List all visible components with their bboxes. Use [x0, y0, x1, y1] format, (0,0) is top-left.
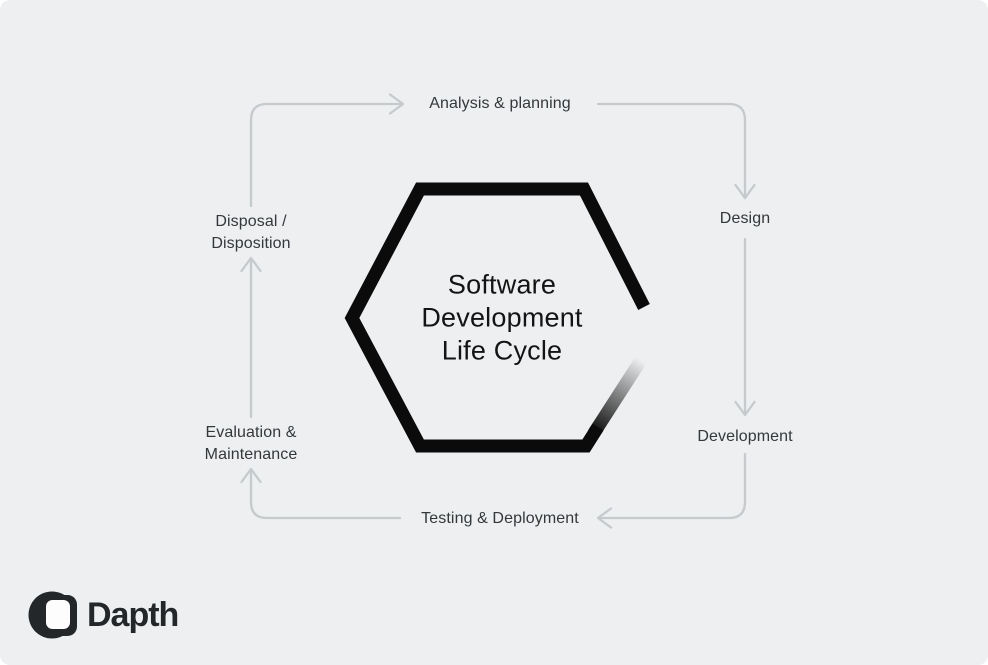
dapth-logo-mark-icon: [28, 591, 77, 639]
arrow-shaft: [596, 102, 747, 198]
arrow-design-to-development: [734, 237, 756, 417]
arrowhead-up-icon: [240, 256, 262, 273]
arrow-development-to-testing: [596, 452, 747, 529]
arrow-shaft: [249, 469, 402, 520]
stage-label-testing-deployment: Testing & Deployment: [421, 510, 579, 527]
arrowhead-left-icon: [596, 507, 613, 529]
arrow-evaluation-to-disposal: [240, 256, 262, 419]
hexagon-title: Software Development Life Cycle: [421, 269, 582, 368]
stage-label-analysis-planning: Analysis & planning: [429, 95, 571, 112]
hexagon-title-line: Software: [447, 269, 557, 300]
dapth-logo: Dapth: [28, 589, 179, 641]
hexagon-title-line: Development: [421, 302, 583, 333]
arrowhead-right-icon: [388, 93, 405, 115]
arrow-disposal-to-analysis: [249, 93, 405, 208]
arrowhead-down-icon: [734, 400, 756, 417]
hexagon-title-line: Life Cycle: [441, 335, 563, 366]
sdlc-hexagon: [344, 182, 650, 453]
stage-label-disposal-disposition: Disposal / Disposition: [211, 211, 290, 255]
arrow-analysis-to-design: [596, 102, 756, 200]
stage-label-development: Development: [697, 428, 793, 445]
hexagon-fade-edge: [588, 356, 647, 437]
arrowhead-down-icon: [734, 183, 756, 200]
arrow-shaft: [598, 452, 747, 520]
arrow-shaft: [249, 102, 404, 208]
dapth-logo-text: Dapth: [87, 595, 179, 634]
arrowhead-up-icon: [240, 467, 262, 484]
stage-label-evaluation-maintenance: Evaluation & Maintenance: [205, 422, 298, 466]
hexagon-outline: [344, 182, 650, 453]
stage-label-line: Maintenance: [204, 446, 298, 463]
stage-label-design: Design: [719, 210, 771, 227]
stage-label-line: Evaluation &: [205, 424, 297, 441]
stage-label-line: Disposal /: [215, 213, 287, 230]
stage-label-line: Disposition: [211, 235, 291, 252]
arrow-testing-to-evaluation: [240, 467, 402, 520]
